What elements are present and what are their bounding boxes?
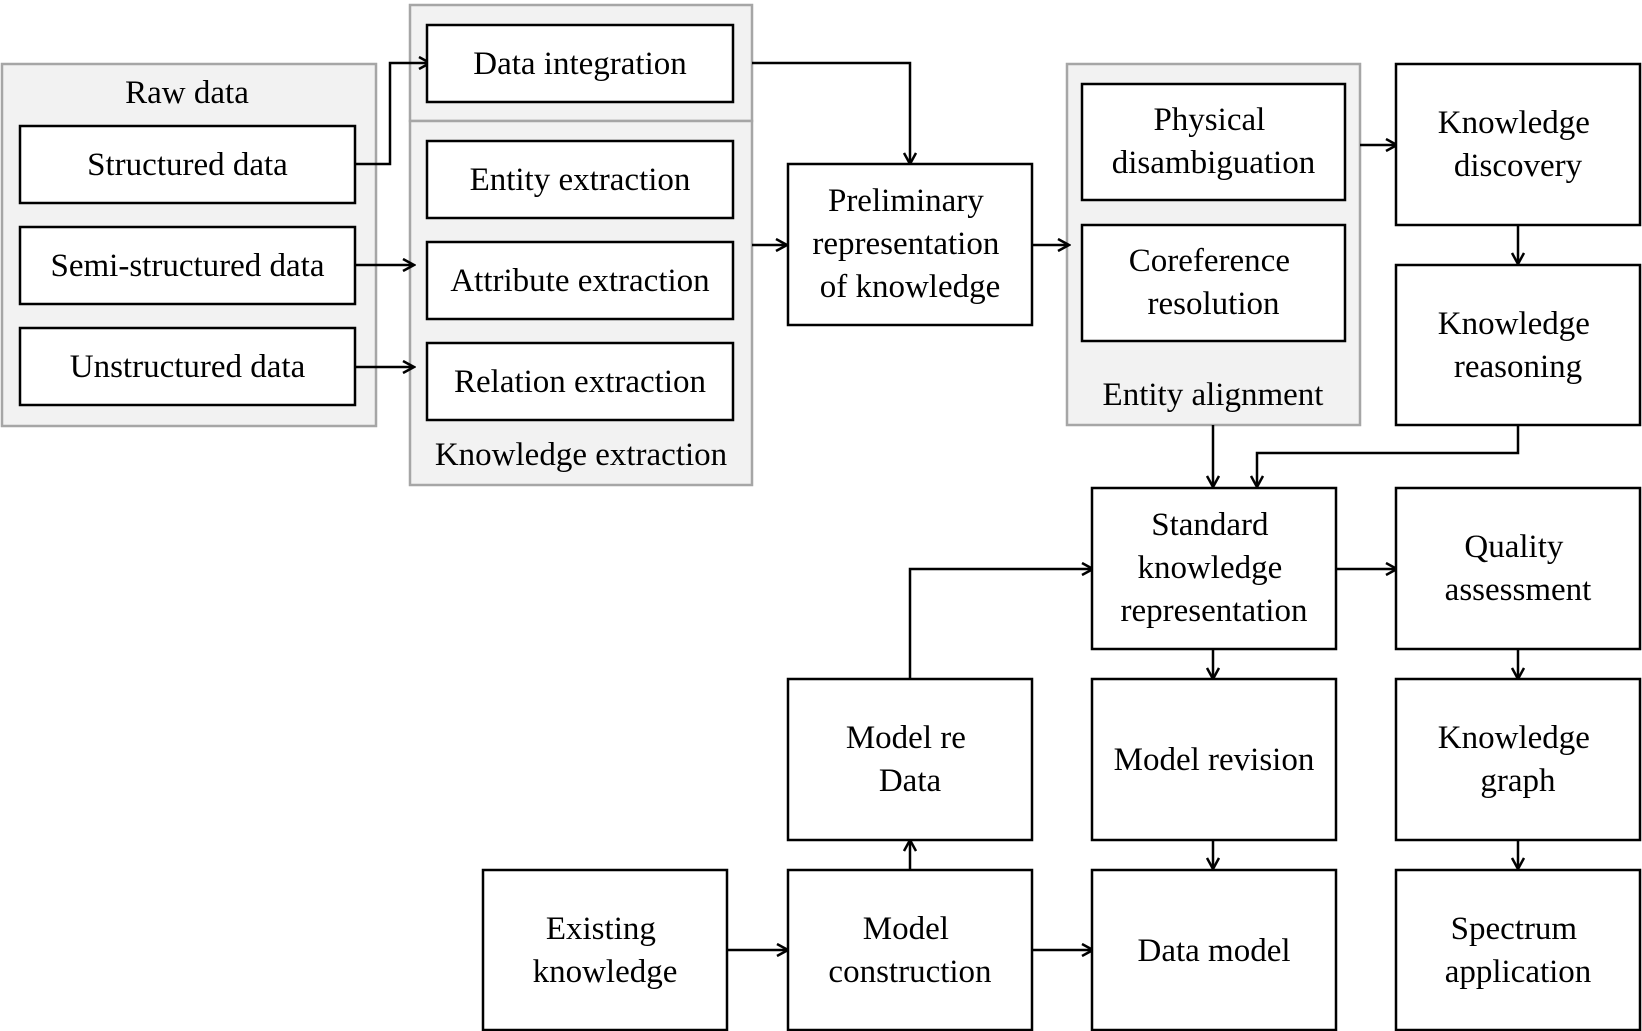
node-model-construction-label: Model construction <box>828 911 991 990</box>
node-existing-knowledge: Existing knowledge <box>481 868 729 1031</box>
node-knowledge-discovery: Knowledge discovery <box>1394 62 1642 227</box>
node-knowledge-graph-label: Knowledge graph <box>1438 720 1598 799</box>
node-physical-disambiguation-label: Physical disambiguation <box>1112 102 1315 181</box>
node-model-revision-label: Model revision <box>1114 742 1315 778</box>
node-relation-extraction-label: Relation extraction <box>454 364 706 400</box>
node-preliminary-representation: Preliminary representation of knowledge <box>786 162 1034 327</box>
node-physical-disambiguation: Physical disambiguation <box>1080 82 1347 202</box>
node-data-model-label: Data model <box>1137 933 1290 969</box>
node-standard-knowledge-representation: Standard knowledge representation <box>1090 486 1338 651</box>
node-model-re-data: Model re Data <box>786 677 1034 842</box>
node-spectrum-application: Spectrum application <box>1394 868 1642 1031</box>
node-knowledge-graph: Knowledge graph <box>1394 677 1642 842</box>
group-label-raw-data: Raw data <box>125 75 249 111</box>
edge-modelre-to-standard <box>908 569 1093 679</box>
node-structured-data: Structured data <box>18 124 357 205</box>
edge-integration-to-preliminary <box>752 61 910 164</box>
edge-reasoning-to-standard <box>1257 425 1520 487</box>
node-standard-knowledge-representation-label: Standard knowledge representation <box>1121 507 1308 629</box>
node-semi-structured-data-label: Semi-structured data <box>51 248 325 284</box>
edge-structured-to-integration <box>355 63 430 166</box>
node-model-re-data-label: Model re Data <box>846 720 974 799</box>
node-spectrum-application-label: Spectrum application <box>1445 911 1592 990</box>
node-attribute-extraction: Attribute extraction <box>425 240 735 321</box>
node-relation-extraction: Relation extraction <box>425 341 735 422</box>
node-semi-structured-data: Semi-structured data <box>18 225 357 306</box>
group-label-knowledge-extraction: Knowledge extraction <box>435 437 727 473</box>
node-attribute-extraction-label: Attribute extraction <box>450 263 709 299</box>
node-model-construction: Model construction <box>786 868 1034 1031</box>
node-structured-data-label: Structured data <box>87 147 288 183</box>
node-coreference-resolution-label: Coreference resolution <box>1129 243 1298 322</box>
node-quality-assessment-label: Quality assessment <box>1445 529 1592 608</box>
nodes: Structured data Semi-structured data Uns… <box>18 23 1642 1031</box>
group-label-entity-alignment: Entity alignment <box>1103 377 1324 413</box>
node-knowledge-discovery-label: Knowledge discovery <box>1438 105 1598 184</box>
node-quality-assessment: Quality assessment <box>1394 486 1642 651</box>
node-preliminary-representation-label: Preliminary representation of knowledge <box>812 183 1007 305</box>
node-entity-extraction-label: Entity extraction <box>470 162 691 198</box>
node-knowledge-reasoning: Knowledge reasoning <box>1394 263 1642 427</box>
node-model-revision: Model revision <box>1090 677 1338 842</box>
node-data-model: Data model <box>1090 868 1338 1031</box>
node-unstructured-data-label: Unstructured data <box>70 349 306 385</box>
node-unstructured-data: Unstructured data <box>18 326 357 407</box>
node-entity-extraction: Entity extraction <box>425 139 735 220</box>
edges <box>355 63 1518 950</box>
node-knowledge-reasoning-label: Knowledge reasoning <box>1438 306 1598 385</box>
node-data-integration: Data integration <box>425 23 735 104</box>
node-coreference-resolution: Coreference resolution <box>1080 223 1347 343</box>
node-existing-knowledge-label: Existing knowledge <box>533 911 678 990</box>
node-data-integration-label: Data integration <box>473 46 687 82</box>
